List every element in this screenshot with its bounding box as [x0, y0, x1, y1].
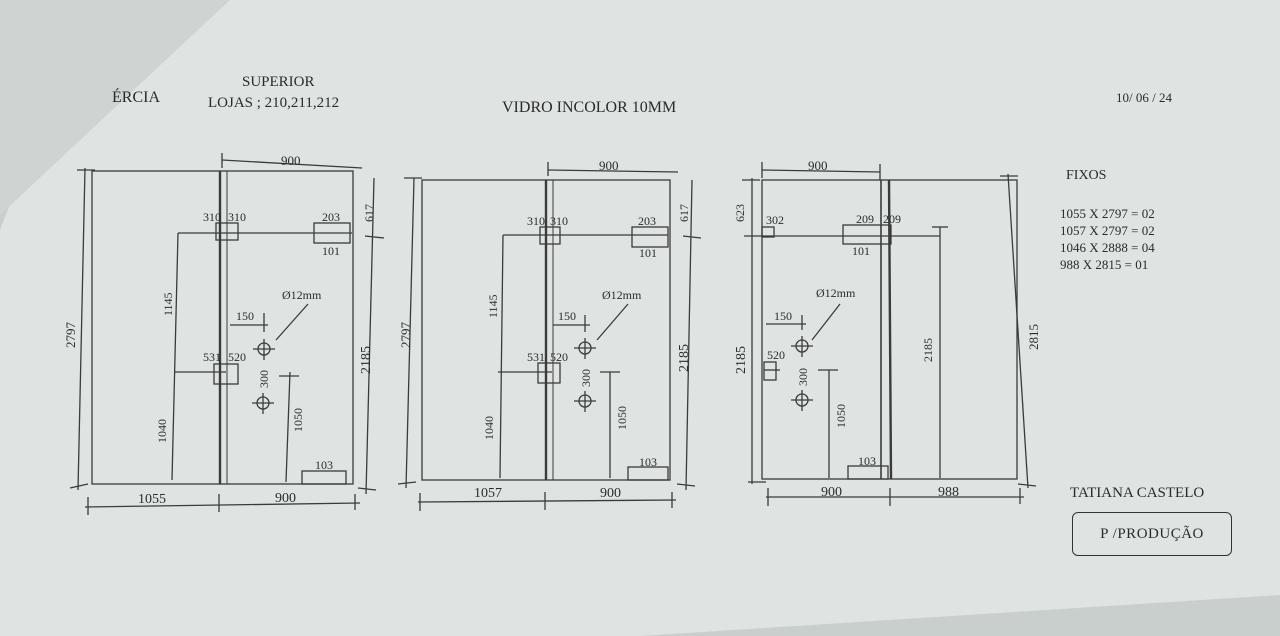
- stores-label: LOJAS ; 210,211,212: [208, 95, 340, 111]
- d3-bottom-width: 900: [821, 485, 842, 500]
- d2-hole-offset: 150: [558, 309, 576, 323]
- d1-hole-offset: 150: [236, 309, 254, 323]
- fixos-item: 988 X 2815 = 01: [1060, 257, 1149, 272]
- d3-lock-top-2: 101: [852, 244, 870, 258]
- drawing-3-lines: [742, 162, 1037, 506]
- d3-lock-top-b: 209: [883, 212, 901, 226]
- d3-hole-spacing: 300: [796, 368, 810, 386]
- d1-fixed-width: 1055: [138, 492, 166, 507]
- drawing-1-lines: [69, 153, 385, 515]
- drawing-2-lines: [397, 162, 702, 511]
- author-name: TATIANA CASTELO: [1070, 485, 1205, 501]
- d1-bottom-patch: 103: [315, 458, 333, 472]
- d2-handle-height: 1050: [615, 406, 629, 430]
- d2-lock-top: 203: [638, 214, 656, 228]
- d1-top-width: 900: [281, 153, 301, 168]
- d2-lock-top-2: 101: [639, 246, 657, 260]
- d2-top-width: 900: [599, 158, 619, 173]
- fixos-item: 1046 X 2888 = 04: [1060, 240, 1155, 255]
- d1-hole-diameter: Ø12mm: [282, 288, 322, 302]
- folded-corner: [0, 0, 230, 215]
- level-label: SUPERIOR: [242, 74, 315, 90]
- d2-bottom-patch: 103: [639, 455, 657, 469]
- d2-bottom-width: 900: [600, 486, 621, 501]
- d1-hinge-bottom-b: 520: [228, 350, 246, 364]
- drawing-3-labels: 900 623 2185 302 209 209 101 150 Ø12mm 5…: [733, 158, 1041, 500]
- d2-top-height: 617: [677, 204, 691, 222]
- drawing-1-labels: 900 2797 617 2185 1055 900 310 310 203 1…: [63, 153, 376, 507]
- d2-fixed-width: 1057: [474, 486, 502, 501]
- d1-height-1145: 1145: [161, 292, 175, 316]
- d3-inner-height: 2185: [921, 338, 935, 362]
- date-label: 10/ 06 / 24: [1116, 90, 1172, 105]
- fixos-item: 1055 X 2797 = 02: [1060, 206, 1155, 221]
- d3-handle-height: 1050: [834, 404, 848, 428]
- d1-hinge-top-a: 310: [203, 210, 221, 224]
- d2-hole-diameter: Ø12mm: [602, 288, 642, 302]
- d1-overall-height: 2797: [63, 322, 78, 349]
- fixos-item: 1057 X 2797 = 02: [1060, 223, 1155, 238]
- d3-top-width: 900: [808, 158, 828, 173]
- d1-bottom-width: 900: [275, 491, 296, 506]
- d3-hole-offset: 150: [774, 309, 792, 323]
- d2-height-1040: 1040: [482, 416, 496, 440]
- fixos-title: FIXOS: [1066, 168, 1107, 183]
- d2-height-1145: 1145: [486, 294, 500, 318]
- d3-overall-height: 2815: [1026, 324, 1041, 350]
- d1-hole-spacing: 300: [257, 370, 271, 388]
- d3-hinge-top: 302: [766, 213, 784, 227]
- d2-hinge-top-b: 310: [550, 214, 568, 228]
- d3-lock-top-a: 209: [856, 212, 874, 226]
- d1-lock-top-2: 101: [322, 244, 340, 258]
- d1-handle-height: 1050: [291, 408, 305, 432]
- d1-door-height: 2185: [359, 346, 374, 374]
- client-name: ÉRCIA: [112, 89, 160, 106]
- d3-hole-diameter: Ø12mm: [816, 286, 856, 300]
- d2-overall-height: 2797: [398, 322, 413, 349]
- drawing-2-labels: 900 2797 617 2185 1057 900 310 310 203 1…: [398, 158, 692, 501]
- d3-top-height: 623: [733, 204, 747, 222]
- d1-hinge-bottom-a: 531: [203, 350, 221, 364]
- d3-door-height-left: 2185: [734, 346, 749, 374]
- d2-hinge-top-a: 310: [527, 214, 545, 228]
- production-stamp: P /PRODUÇÃO: [1072, 512, 1232, 556]
- d2-hinge-bottom-a: 531: [527, 350, 545, 364]
- d1-top-height: 617: [362, 204, 376, 222]
- d3-fixed-width: 988: [938, 485, 959, 500]
- d2-hinge-bottom-b: 520: [550, 350, 568, 364]
- d1-height-1040: 1040: [155, 419, 169, 443]
- fixos-list: 1055 X 2797 = 02 1057 X 2797 = 02 1046 X…: [1060, 205, 1155, 273]
- d2-door-height: 2185: [677, 344, 692, 372]
- material-label: VIDRO INCOLOR 10MM: [502, 99, 677, 116]
- d3-hinge-bottom: 520: [767, 348, 785, 362]
- d1-hinge-top-b: 310: [228, 210, 246, 224]
- d3-bottom-patch: 103: [858, 454, 876, 468]
- d2-hole-spacing: 300: [579, 369, 593, 387]
- d1-lock-top: 203: [322, 210, 340, 224]
